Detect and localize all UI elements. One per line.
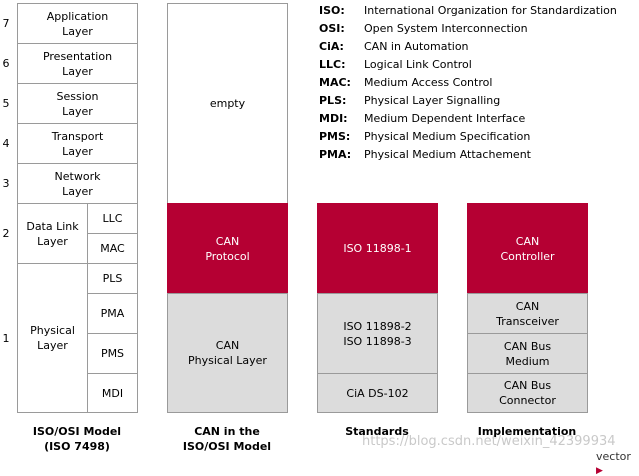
legend-abbr: MAC: bbox=[319, 76, 351, 89]
osi-transport-layer: Transport Layer bbox=[17, 123, 138, 164]
layer-number-6: 6 bbox=[2, 57, 10, 70]
impl-can-controller: CAN Controller bbox=[467, 203, 588, 294]
vector-logo: vector ▶ bbox=[596, 450, 639, 476]
legend-full: Open System Interconnection bbox=[364, 22, 528, 35]
legend-full: Medium Access Control bbox=[364, 76, 493, 89]
osi-llc-sublayer: LLC bbox=[87, 203, 138, 234]
osi-mdi-sublayer: MDI bbox=[87, 373, 138, 413]
legend-full: Physical Medium Attachement bbox=[364, 148, 531, 161]
osi-physical-layer: Physical Layer bbox=[17, 263, 88, 413]
legend-full: Logical Link Control bbox=[364, 58, 472, 71]
osi-network-layer: Network Layer bbox=[17, 163, 138, 204]
legend-abbr: PMA: bbox=[319, 148, 352, 161]
impl-can-bus-medium: CAN Bus Medium bbox=[467, 333, 588, 374]
can-physical-layer-block: CAN Physical Layer bbox=[167, 293, 288, 413]
layer-number-4: 4 bbox=[2, 137, 10, 150]
layer-number-1: 1 bbox=[2, 332, 10, 345]
legend-full: Physical Medium Specification bbox=[364, 130, 531, 143]
osi-presentation-layer: Presentation Layer bbox=[17, 43, 138, 84]
vector-logo-text: vector bbox=[596, 450, 631, 463]
legend-abbr: ISO: bbox=[319, 4, 345, 17]
standard-iso-11898-1: ISO 11898-1 bbox=[317, 203, 438, 294]
logo-arrow-icon: ▶ bbox=[596, 466, 603, 476]
osi-pls-sublayer: PLS bbox=[87, 263, 138, 294]
osi-pma-sublayer: PMA bbox=[87, 293, 138, 334]
impl-can-transceiver: CAN Transceiver bbox=[467, 293, 588, 334]
legend-abbr: PMS: bbox=[319, 130, 351, 143]
legend-abbr: MDI: bbox=[319, 112, 348, 125]
legend-abbr: CiA: bbox=[319, 40, 344, 53]
legend-abbr: PLS: bbox=[319, 94, 347, 107]
layer-number-3: 3 bbox=[2, 177, 10, 190]
standard-cia-ds-102: CiA DS-102 bbox=[317, 373, 438, 413]
legend-full: CAN in Automation bbox=[364, 40, 469, 53]
can-empty-block: empty bbox=[167, 3, 288, 204]
footer-implementation: Implementation bbox=[477, 425, 577, 438]
footer-can-osi-model: CAN in the ISO/OSI Model bbox=[182, 425, 272, 453]
legend-abbr: LLC: bbox=[319, 58, 346, 71]
legend-full: Medium Dependent Interface bbox=[364, 112, 526, 125]
legend-full: Physical Layer Signalling bbox=[364, 94, 501, 107]
layer-number-7: 7 bbox=[2, 17, 10, 30]
osi-mac-sublayer: MAC bbox=[87, 233, 138, 264]
layer-number-5: 5 bbox=[2, 97, 10, 110]
osi-session-layer: Session Layer bbox=[17, 83, 138, 124]
legend-abbr: OSI: bbox=[319, 22, 345, 35]
watermark: https://blog.csdn.net/weixin_42399934 bbox=[362, 434, 616, 449]
standard-iso-11898-2-3: ISO 11898-2 ISO 11898-3 bbox=[317, 293, 438, 374]
osi-data-link-layer: Data Link Layer bbox=[17, 203, 88, 264]
can-protocol-block: CAN Protocol bbox=[167, 203, 288, 294]
impl-can-bus-connector: CAN Bus Connector bbox=[467, 373, 588, 413]
osi-pms-sublayer: PMS bbox=[87, 333, 138, 374]
legend-full: International Organization for Standardi… bbox=[364, 4, 617, 17]
osi-application-layer: Application Layer bbox=[17, 3, 138, 44]
footer-standards: Standards bbox=[345, 425, 409, 438]
footer-osi-model: ISO/OSI Model (ISO 7498) bbox=[32, 425, 122, 453]
layer-number-2: 2 bbox=[2, 227, 10, 240]
